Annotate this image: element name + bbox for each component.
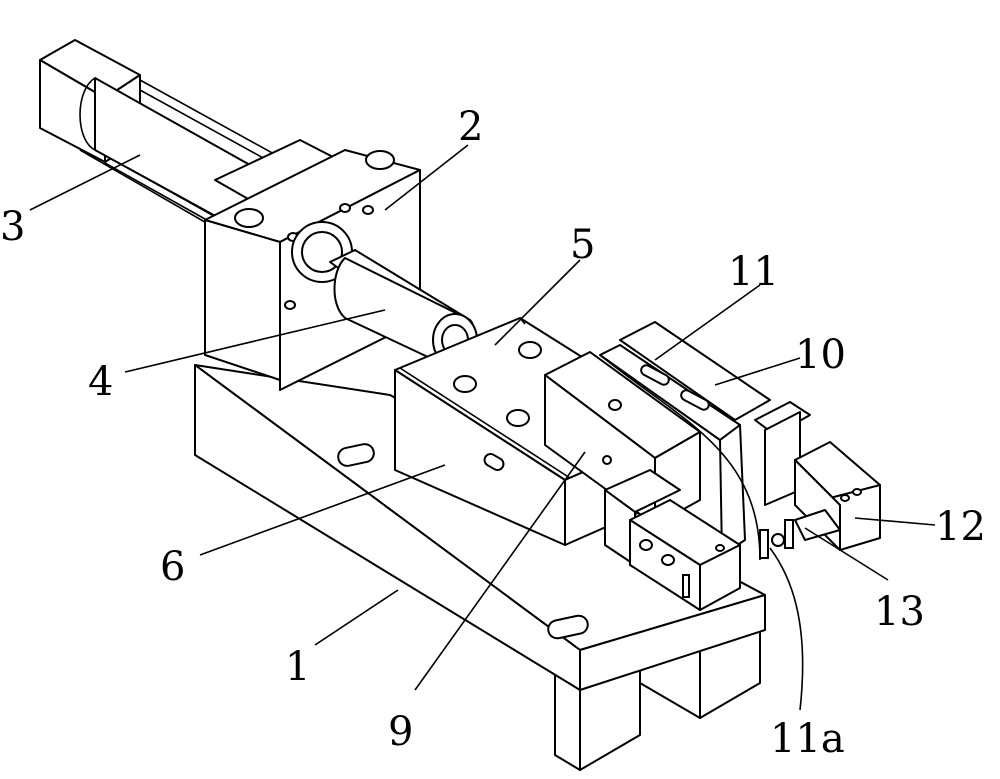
label-5: 5: [570, 222, 595, 268]
base-plate: [194, 364, 766, 771]
label-11a: 11a: [770, 716, 845, 762]
label-2: 2: [458, 104, 483, 150]
label-3: 3: [0, 204, 25, 250]
label-10: 10: [795, 332, 846, 378]
leader-11: [654, 284, 761, 361]
label-1: 1: [285, 644, 310, 690]
leader-9: [414, 451, 586, 691]
leader-12: [854, 517, 936, 526]
leader-lines: [29, 144, 936, 711]
label-9: 9: [388, 709, 413, 755]
label-13: 13: [874, 589, 925, 635]
guide-plate: [599, 321, 811, 561]
label-12: 12: [935, 504, 986, 550]
leader-11a: [769, 547, 804, 711]
leader-5: [494, 259, 581, 346]
leader-1: [314, 589, 399, 646]
leader-2: [384, 144, 469, 211]
leader-6: [199, 464, 446, 556]
lower-clamp: [604, 469, 741, 611]
leader-13: [804, 527, 889, 581]
label-6: 6: [160, 544, 185, 590]
label-11: 11: [728, 249, 779, 295]
label-4: 4: [88, 359, 113, 405]
part-labels: 3 2 4 5 6 1 9 11 10 12 13 11a: [0, 104, 986, 762]
leader-4: [124, 309, 386, 373]
leader-3: [29, 154, 141, 211]
leader-10: [714, 357, 801, 386]
